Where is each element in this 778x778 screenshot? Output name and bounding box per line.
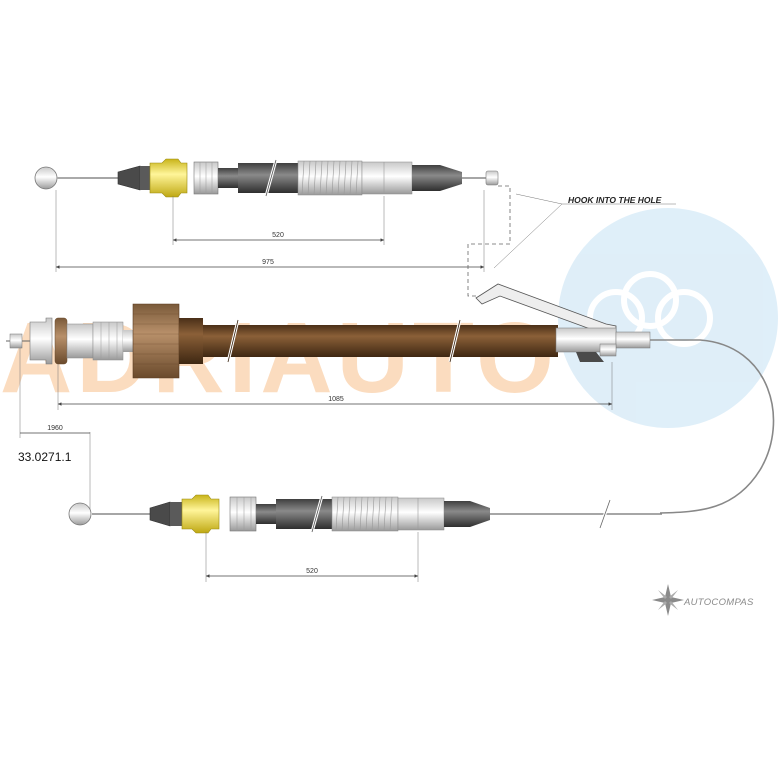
main-bracket: [29, 317, 53, 365]
main-cable: [6, 283, 775, 514]
top-cable: [34, 158, 499, 198]
dimension-bottom-inner: 520: [306, 568, 318, 575]
main-sheath: [203, 325, 558, 357]
hook-guide: HOOK INTO THE HOLE: [467, 185, 676, 297]
top-end-cap: [117, 165, 141, 191]
top-yellow-clip: [149, 158, 188, 198]
top-taper: [412, 165, 462, 191]
hook-annotation: HOOK INTO THE HOLE: [568, 195, 662, 205]
bottom-nut: [229, 496, 257, 532]
watermark-logo-icon: [558, 208, 778, 428]
main-dimensions: 1085 1960: [19, 348, 613, 510]
bottom-yellow-clip: [181, 494, 220, 534]
top-dimensions: 520 975: [55, 190, 485, 272]
bottom-spring: [331, 496, 399, 532]
bottom-end-cap: [149, 501, 171, 527]
bottom-cable: [68, 494, 662, 534]
part-number: 33.0271.1: [18, 450, 72, 464]
main-threaded-rod: [9, 333, 23, 349]
top-ball-end: [34, 166, 58, 190]
bottom-dimensions: 520: [205, 532, 419, 582]
main-inner-wire: [650, 339, 775, 514]
bottom-bushing: [397, 497, 445, 531]
main-knurled-knob: [132, 303, 180, 379]
top-spring: [297, 160, 363, 196]
dimension-main-length: 1085: [328, 396, 344, 403]
top-bushing: [361, 161, 413, 195]
dimension-top-outer: 975: [262, 259, 274, 266]
bottom-ball-end: [68, 502, 92, 526]
watermark: ADRIAUTO: [0, 208, 778, 428]
brand-logo: AUTOCOMPAS: [652, 584, 754, 616]
brand-name: AUTOCOMPAS: [683, 597, 754, 608]
top-end-fitting: [485, 170, 499, 186]
dimension-top-inner: 520: [272, 232, 284, 239]
compass-star-icon: [652, 584, 684, 616]
dimension-left-offset: 1960: [47, 425, 63, 432]
bottom-sheath: [276, 499, 332, 529]
main-nut: [92, 321, 124, 361]
bottom-taper: [444, 501, 490, 527]
